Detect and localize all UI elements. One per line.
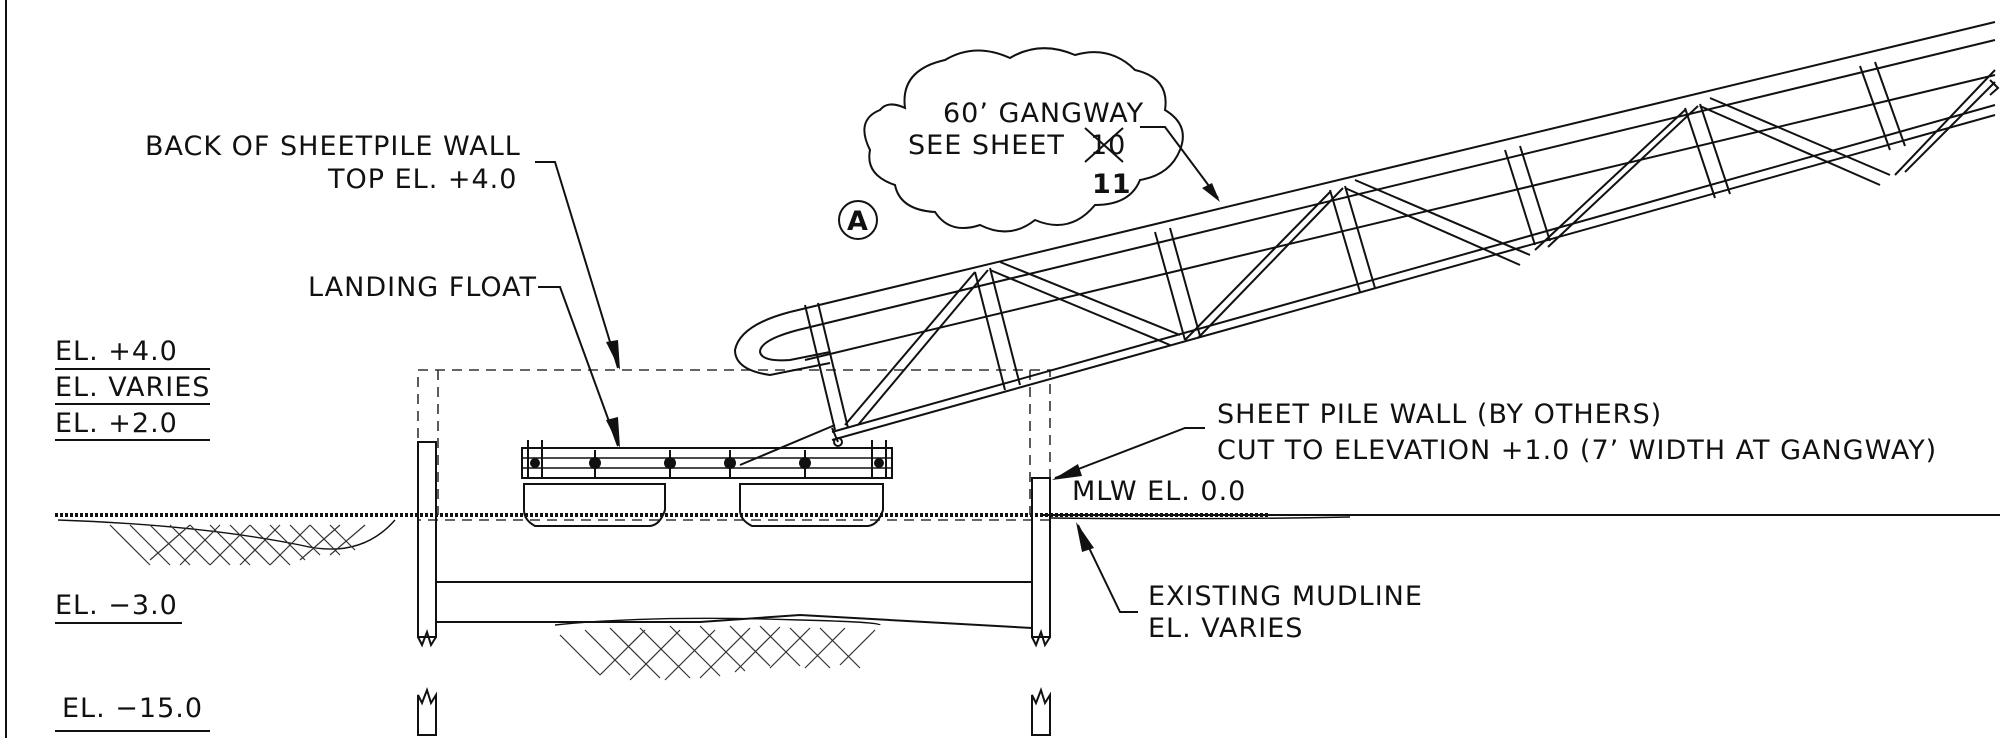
cloud-leader: [1140, 126, 1220, 202]
cloud-line-1: 60’ GANGWAY: [943, 98, 1144, 129]
landing-float: [521, 440, 893, 527]
cloud-line-2: SEE SHEET: [908, 130, 1065, 161]
sheet-pile-wall-left: [417, 441, 437, 736]
sheetpile-back-leader: [535, 161, 620, 370]
strikeout-mark: [1084, 127, 1124, 163]
elevation-plus-4: EL. +4.0: [55, 336, 178, 367]
gangway-truss: [733, 21, 2000, 441]
new-sheet-number: 11: [1092, 169, 1132, 200]
mudline-right: [1049, 516, 1351, 520]
svg-text:A: A: [847, 206, 869, 237]
revision-tag: A: [838, 200, 878, 240]
ground-hatch-mid: [554, 617, 881, 681]
elevation-minus-3: EL. −3.0: [55, 590, 178, 621]
landing-float-leader: [538, 286, 620, 448]
mudline-label-2: EL. VARIES: [1148, 613, 1303, 644]
sheetpile-back-label-2: TOP EL. +4.0: [327, 164, 517, 195]
bottom-channel: [436, 581, 1033, 629]
sheet-pile-label-1: SHEET PILE WALL (BY OTHERS): [1217, 399, 1662, 430]
elevation-minus-15: EL. −15.0: [62, 693, 203, 724]
sheetpile-back-label-1: BACK OF SHEETPILE WALL: [145, 131, 521, 162]
sheetpile-back-dashed: [417, 369, 1051, 521]
ground-hatch-left: [57, 519, 396, 566]
sheet-pile-wall-right: [1031, 477, 1051, 736]
elevation-varies: EL. VARIES: [55, 372, 210, 403]
mlw-label: MLW EL. 0.0: [1072, 476, 1246, 507]
mudline-label-1: EXISTING MUDLINE: [1148, 581, 1423, 612]
sheet-pile-leader: [1052, 427, 1205, 480]
mudline-leader: [1076, 522, 1138, 613]
gangway-hinge: [739, 424, 843, 466]
old-sheet-number: 10: [1090, 130, 1126, 161]
elevation-plus-2: EL. +2.0: [55, 408, 178, 439]
revision-cloud: [863, 47, 1184, 233]
sheet-pile-label-2: CUT TO ELEVATION +1.0 (7’ WIDTH AT GANGW…: [1217, 435, 1937, 466]
landing-float-label: LANDING FLOAT: [308, 272, 537, 303]
